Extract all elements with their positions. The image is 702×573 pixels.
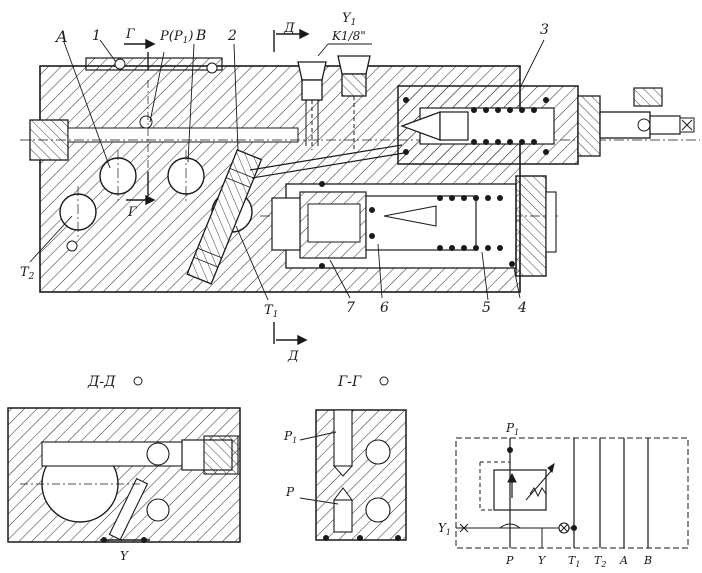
bolt-circle [206,62,218,74]
schematic-port-label: P [505,554,514,567]
callout-thread: K1/8" [331,29,366,43]
channel-bore [67,127,299,143]
rotate-symbol [379,376,389,386]
rotate-symbol [133,376,143,386]
schematic-bottom-labels: P Y T1 T2 A B [505,554,652,569]
callout-7: 7 [346,300,355,316]
bolt-circle [139,115,153,129]
top-fitting-y1 [297,61,327,150]
schematic-port-label: T1 [568,554,580,569]
schematic-port-label: Y [538,554,547,567]
section-gg: Г-Г P1 P [283,374,407,541]
section-gg-p1-label: P1 [283,429,297,445]
callout-4: 4 [517,300,527,316]
schematic-port-label: T2 [594,554,606,569]
callout-t1: T1 [264,303,278,320]
section-mark-d-label: Д [283,21,295,36]
top-fitting-2 [337,55,371,150]
callout-p-port: P(P1) [159,29,193,46]
schematic-y1-label: Y1 [438,521,451,537]
callout-6: 6 [380,300,389,316]
main-valve [271,175,557,277]
top-plate [85,57,223,71]
callout-t2: T2 [20,265,35,282]
inclined-fitting [186,149,263,285]
hydraulic-schematic [455,437,689,549]
section-mark-g-label: Г [125,27,135,42]
main-view: A 1 Г Г P(P1) В 2 Д Д Y1 K1/8" 3 T2 T1 7… [20,11,700,364]
bolt-circle [66,240,78,252]
schematic-port-label: A [619,554,628,567]
section-gg-p-label: P [285,485,295,499]
callout-3: 3 [540,22,549,38]
callout-2: 2 [227,28,237,44]
bolt-circle [114,58,126,70]
section-dd-y-label: Y [120,549,129,563]
section-dd-title: Д-Д [87,374,116,390]
schematic-port-label: B [643,554,652,567]
schematic-p1-label: P1 [505,421,519,437]
callout-a: A [54,27,68,46]
callout-1: 1 [92,28,101,44]
section-mark-g [124,38,156,206]
section-gg-title: Г-Г [337,374,362,390]
leader-lines [29,39,545,301]
callout-b: В [195,28,206,44]
section-mark-d-label-lower: Д [287,349,299,364]
section-dd: Д-Д Y [7,374,241,563]
pilot-valve [397,85,695,165]
section-mark-g-label-lower: Г [127,205,137,220]
section-mark-d [273,28,310,346]
callout-y1: Y1 [342,11,356,28]
callout-5: 5 [482,300,491,316]
